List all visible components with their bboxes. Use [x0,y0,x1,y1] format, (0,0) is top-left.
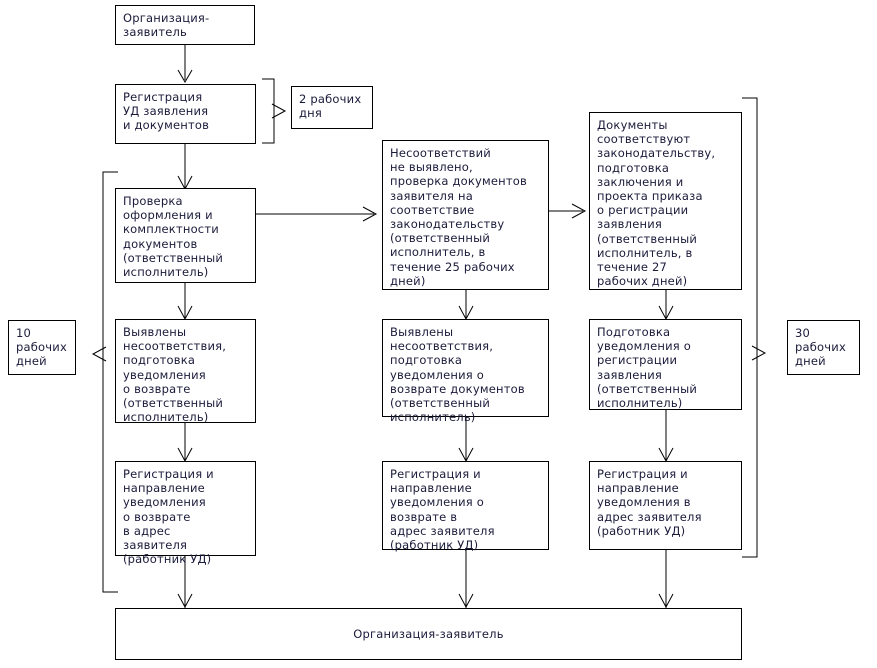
box-send-notice-left: Регистрация и направление уведомления о … [115,461,256,566]
box-applicant-top: Организация- заявитель [115,5,255,45]
box-applicant-bottom: Организация-заявитель [115,608,742,660]
arrowhead-send-left [177,447,193,463]
arrowhead-bottom-left [177,593,193,609]
box-discrepancies-found-left: Выявлены несоответствия, подготовка увед… [115,319,256,424]
bracket-2-days [262,78,275,144]
arrowhead-send-mid [458,447,474,463]
arrowhead-discrepancies-mid [458,305,474,321]
arrowhead-10-days [91,346,107,362]
arrowhead-no-discrepancies [362,206,378,222]
box-term-2-days: 2 рабочих дня [291,86,373,129]
box-term-30-days: 30 рабочих дней [787,320,860,375]
box-documents-compliant: Документы соответствуют законодательству… [589,112,742,290]
box-registration: Регистрация УД заявления и документов [115,84,256,144]
box-check-documents: Проверка оформления и комплектности доку… [115,188,256,283]
box-send-notice-right: Регистрация и направление уведомления в … [589,461,742,550]
arrowhead-notice-registration [658,305,674,321]
box-discrepancies-found-mid: Выявлены несоответствия, подготовка увед… [382,319,549,424]
arrowhead-send-right [658,447,674,463]
arrowhead-30-days [751,345,767,361]
arrowhead-registration [177,69,193,83]
box-term-10-days: 10 рабочих дней [8,320,76,375]
arrowhead-bottom-mid [458,593,474,609]
bracket-30-days [742,97,758,558]
box-send-notice-mid: Регистрация и направление уведомления о … [382,461,549,552]
arrowhead-compliant [571,203,587,219]
arrowhead-bottom-right [658,593,674,609]
box-no-discrepancies: Несоответствий не выявлено, проверка док… [382,140,549,290]
arrowhead-2-days [271,103,287,119]
arrowhead-discrepancies-left [177,305,193,321]
box-notice-registration: Подготовка уведомления о регистрации зая… [589,319,742,410]
